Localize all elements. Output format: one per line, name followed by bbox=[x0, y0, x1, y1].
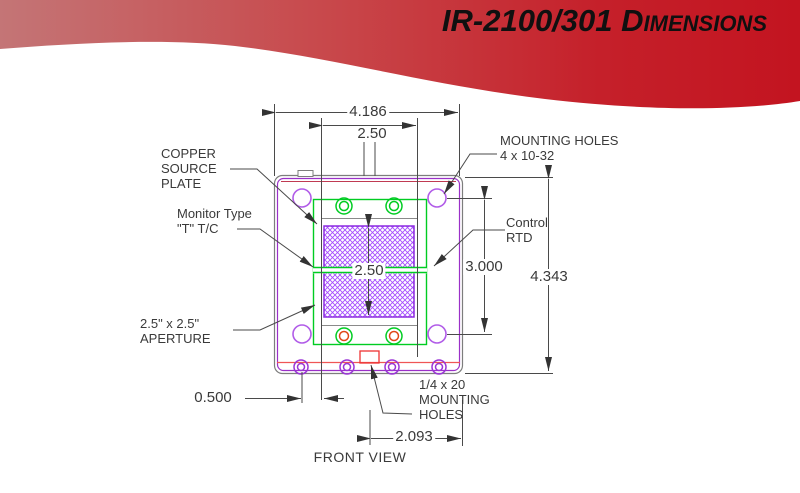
dim-overall-height: 4.343 bbox=[528, 268, 570, 285]
bottom-mounting-holes bbox=[293, 359, 447, 375]
plate-screws-bottom bbox=[335, 327, 403, 345]
top-edge-notch bbox=[297, 170, 314, 177]
leader-top-mounting-holes bbox=[443, 153, 497, 195]
leader-lines bbox=[230, 153, 505, 415]
label-control-rtd: Control RTD bbox=[506, 215, 548, 245]
label-front-view: FRONT VIEW bbox=[313, 449, 407, 465]
mounting-hole-bottom-right bbox=[427, 324, 447, 344]
mounting-hole-top-left bbox=[292, 188, 312, 208]
page-title: IR-2100/301 Dimensions bbox=[442, 3, 767, 39]
label-bottom-mounting-holes: 1/4 x 20 MOUNTING HOLES bbox=[419, 377, 490, 422]
page-title-word: Dimensions bbox=[621, 3, 767, 38]
dim-bottom-hole-offset: 2.093 bbox=[393, 428, 435, 445]
header-banner bbox=[0, 0, 800, 109]
bottom-center-marker bbox=[359, 350, 380, 364]
banner-wave-shape bbox=[0, 0, 800, 109]
dim-overall-width: 4.186 bbox=[347, 103, 389, 120]
dimension-lines bbox=[245, 104, 553, 446]
dim-edge-offset: 0.500 bbox=[194, 389, 232, 406]
leader-monitor-tc bbox=[237, 228, 314, 268]
corner-mounting-holes bbox=[292, 188, 447, 344]
dim-aperture-height: 2.50 bbox=[352, 262, 386, 279]
body-inner-purple-outline bbox=[276, 177, 461, 372]
leader-aperture bbox=[233, 304, 316, 331]
plate-screws-top bbox=[335, 197, 403, 215]
mounting-hole-bottom-left bbox=[292, 324, 312, 344]
leader-bottom-mounting-holes bbox=[370, 364, 413, 415]
page-title-model: IR-2100/301 bbox=[441, 3, 622, 38]
leader-copper-plate bbox=[230, 168, 318, 225]
label-top-mounting-holes: MOUNTING HOLES 4 x 10-32 bbox=[500, 133, 619, 163]
label-copper-source-plate: COPPER SOURCE PLATE bbox=[161, 146, 217, 191]
leader-control-rtd bbox=[433, 229, 505, 267]
body-outer-outline bbox=[273, 174, 464, 375]
dim-hole-spacing-vertical: 3.000 bbox=[463, 258, 505, 275]
label-aperture: 2.5" x 2.5" APERTURE bbox=[140, 316, 211, 346]
dim-aperture-width: 2.50 bbox=[355, 125, 389, 142]
mounting-hole-top-right bbox=[427, 188, 447, 208]
label-monitor-tc: Monitor Type "T" T/C bbox=[177, 206, 252, 236]
